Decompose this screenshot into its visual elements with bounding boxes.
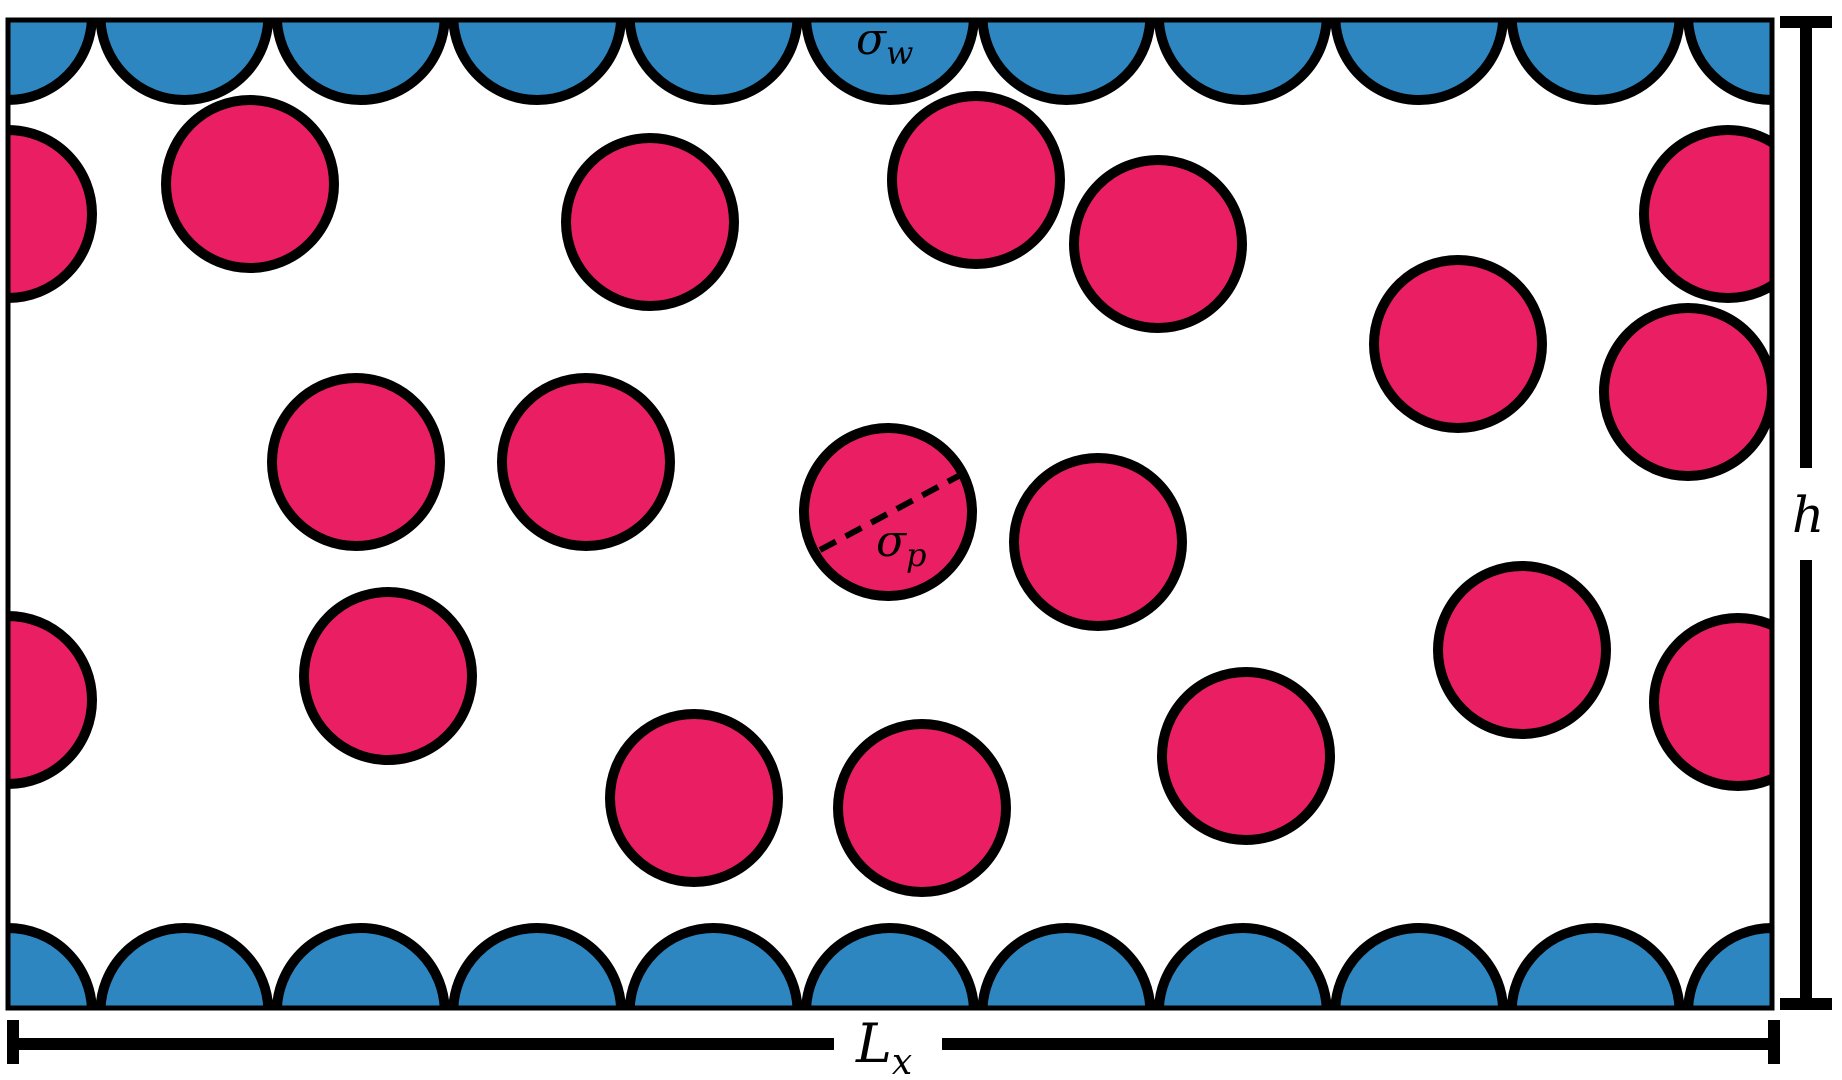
simulation-box — [5, 17, 1775, 1011]
wall-particle — [1330, 20, 1509, 105]
fluid-particle — [1157, 667, 1335, 845]
wall-particle — [8, 923, 97, 1008]
fluid-particle — [605, 709, 783, 887]
fluid-particle — [1369, 255, 1547, 433]
wall-particle — [1506, 20, 1685, 105]
fluid-particle — [799, 423, 977, 601]
particle-diameter-label: σp — [876, 516, 927, 574]
length-label: Lx — [855, 1012, 912, 1080]
wall-particle — [1153, 923, 1332, 1008]
wall-particle — [448, 923, 627, 1008]
fluid-particle — [497, 373, 675, 551]
wall-diameter-label: σw — [856, 14, 913, 72]
fluid-particle — [1639, 125, 1772, 303]
fluid-particle — [1069, 155, 1247, 333]
wall-particle — [95, 20, 274, 105]
wall-particle — [8, 20, 97, 105]
wall-particle — [1153, 20, 1332, 105]
wall-particle — [448, 20, 627, 105]
top-wall — [8, 20, 1772, 105]
wall-particle — [271, 20, 450, 105]
wall-particle — [977, 923, 1156, 1008]
wall-particle — [801, 923, 979, 1008]
fluid-particle — [887, 91, 1065, 269]
length-dimension — [7, 1020, 1780, 1064]
fluid-particles — [8, 91, 1772, 897]
fluid-particle — [561, 133, 739, 311]
fluid-particle — [1433, 561, 1611, 739]
wall-particle — [1683, 20, 1772, 105]
wall-particle — [1683, 923, 1772, 1008]
fluid-particle — [1009, 453, 1187, 631]
fluid-particle — [267, 373, 445, 551]
height-dimension — [1780, 16, 1832, 1010]
height-label: h — [1792, 486, 1824, 544]
fluid-particle — [8, 125, 97, 303]
bottom-wall — [8, 923, 1772, 1008]
fluid-particle — [299, 587, 477, 765]
wall-particle — [977, 20, 1156, 105]
wall-particle — [1330, 923, 1509, 1008]
fluid-particle — [1599, 303, 1772, 481]
fluid-particle — [833, 719, 1011, 897]
wall-particle — [95, 923, 274, 1008]
fluid-particle — [161, 95, 339, 273]
fluid-particle — [8, 611, 97, 789]
wall-particle — [624, 20, 803, 105]
wall-particle — [801, 20, 979, 105]
wall-particle — [1506, 923, 1685, 1008]
wall-particle — [624, 923, 803, 1008]
wall-particle — [271, 923, 450, 1008]
fluid-particle — [1649, 613, 1772, 791]
